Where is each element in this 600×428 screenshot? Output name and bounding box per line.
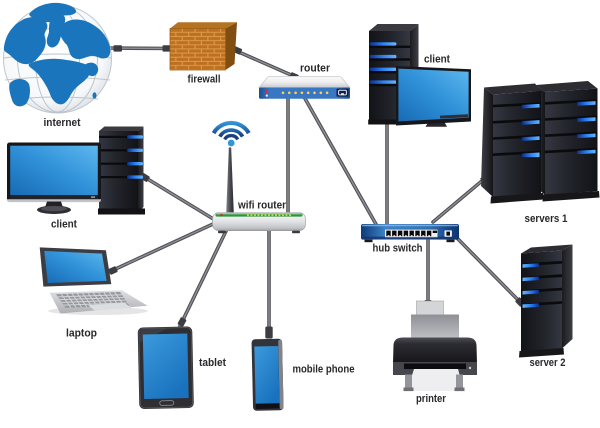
svg-text:servers 1: servers 1 — [525, 213, 568, 225]
svg-text:firewall: firewall — [188, 74, 221, 86]
svg-text:mobile phone: mobile phone — [293, 364, 355, 376]
svg-text:client: client — [51, 219, 77, 231]
svg-text:router: router — [300, 63, 331, 75]
svg-text:client: client — [424, 54, 450, 66]
svg-text:internet: internet — [44, 117, 81, 129]
svg-text:hub switch: hub switch — [373, 243, 423, 255]
svg-text:printer: printer — [416, 393, 447, 405]
svg-text:tablet: tablet — [199, 357, 226, 369]
svg-text:server 2: server 2 — [530, 357, 566, 369]
svg-text:laptop: laptop — [66, 328, 97, 340]
svg-text:wifi router: wifi router — [237, 200, 287, 212]
